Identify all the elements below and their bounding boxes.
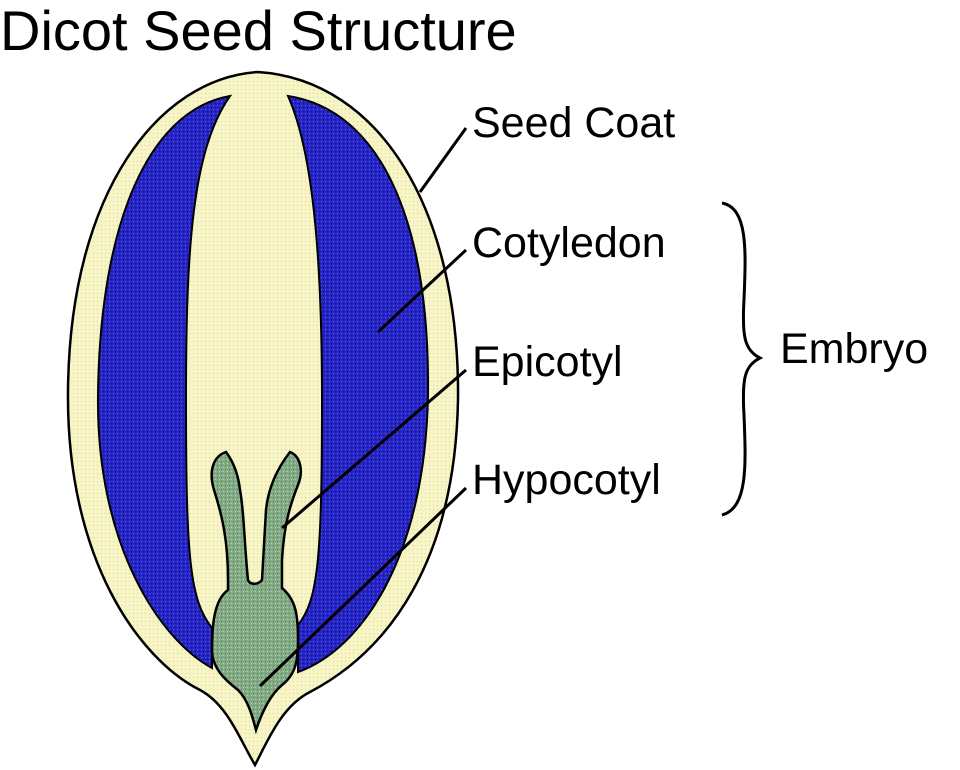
seed-coat-leader-line — [418, 127, 468, 193]
hypocotyl-leader-line — [258, 486, 468, 688]
cotyledon-leader-line — [376, 248, 468, 334]
epicotyl-label: Epicotyl — [472, 338, 623, 386]
cotyledon-shape — [96, 94, 430, 674]
hypocotyl-label: Hypocotyl — [472, 456, 661, 504]
embryo-brace — [721, 201, 764, 517]
embryo-axis-shape — [210, 450, 302, 735]
embryo-label: Embryo — [780, 325, 928, 373]
cotyledon-label: Cotyledon — [472, 219, 666, 267]
seed-coat-label: Seed Coat — [472, 99, 675, 147]
epicotyl-leader-line — [281, 368, 467, 530]
diagram-title: Dicot Seed Structure — [0, 0, 517, 62]
